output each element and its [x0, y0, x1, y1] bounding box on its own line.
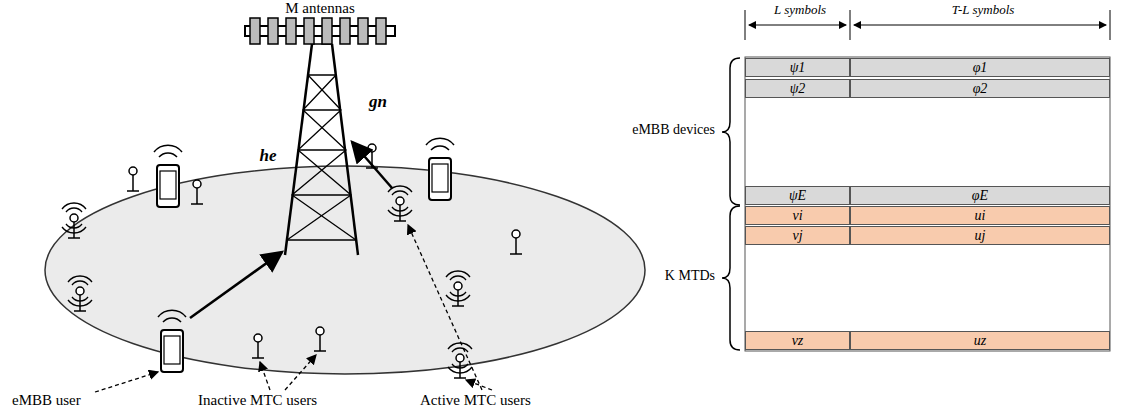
brace [722, 58, 740, 205]
symbol-text: ψ2 [790, 81, 806, 97]
symbol-text: vz [792, 333, 804, 349]
symbol-text: vj [792, 228, 802, 244]
active-sensor [454, 354, 466, 378]
text-label: L symbols [771, 2, 829, 18]
antenna-array [245, 18, 395, 44]
pointer-arrows [95, 225, 492, 392]
inactive-sensor [252, 334, 264, 358]
text-label: Active MTC users [420, 392, 531, 409]
inactive-sensor [314, 327, 326, 351]
symbol-text: φ2 [973, 81, 988, 97]
channel-arrow [352, 142, 392, 188]
symbol-text: uj [975, 228, 986, 244]
symbol-text: ψ1 [790, 60, 806, 76]
active-sensor [68, 214, 80, 238]
brace [722, 206, 740, 350]
frame-cell: uz [850, 331, 1110, 350]
frame-cell: vi [745, 206, 850, 225]
text-label: Inactive MTC users [198, 392, 317, 409]
text-label: M antennas [285, 0, 355, 17]
frame-cell: ψ2 [745, 79, 850, 98]
frame-cell: vj [745, 226, 850, 245]
text-label: K MTDs [665, 268, 715, 284]
active-sensor [452, 282, 464, 306]
inactive-sensor [127, 167, 139, 191]
symbol-text: vi [792, 208, 802, 224]
cell-area [45, 166, 645, 374]
inactive-sensor [191, 180, 203, 204]
active-sensor [74, 287, 86, 311]
channel-arrow [190, 252, 282, 318]
frame-cell: uj [850, 226, 1110, 245]
text-label: he [260, 146, 277, 166]
text-label: eMBB devices [632, 122, 715, 138]
frame-cell: ui [850, 206, 1110, 225]
embb-phone [158, 310, 186, 372]
frame-cell: φ1 [850, 58, 1110, 77]
active-sensor [394, 197, 406, 221]
frame-outline [745, 57, 1110, 351]
symbol-text: ψE [789, 188, 806, 204]
symbol-text: ui [975, 208, 986, 224]
frame-cell: ψ1 [745, 58, 850, 77]
symbol-text: uz [974, 333, 986, 349]
frame-cell: φE [850, 186, 1110, 205]
embb-phone [426, 138, 454, 200]
text-label: gn [369, 92, 387, 112]
text-label: eMBB user [12, 392, 81, 409]
dimension-arrow [854, 25, 1106, 26]
frame-cell: vz [745, 331, 850, 350]
dimension-arrow [749, 25, 846, 26]
inactive-sensor [510, 230, 522, 254]
symbol-text: φE [972, 188, 988, 204]
tower [285, 44, 358, 255]
text-label: T-L symbols [949, 2, 1018, 18]
frame-cell: φ2 [850, 79, 1110, 98]
frame-cell: ψE [745, 186, 850, 205]
embb-phone [154, 145, 182, 207]
symbol-text: φ1 [973, 60, 988, 76]
